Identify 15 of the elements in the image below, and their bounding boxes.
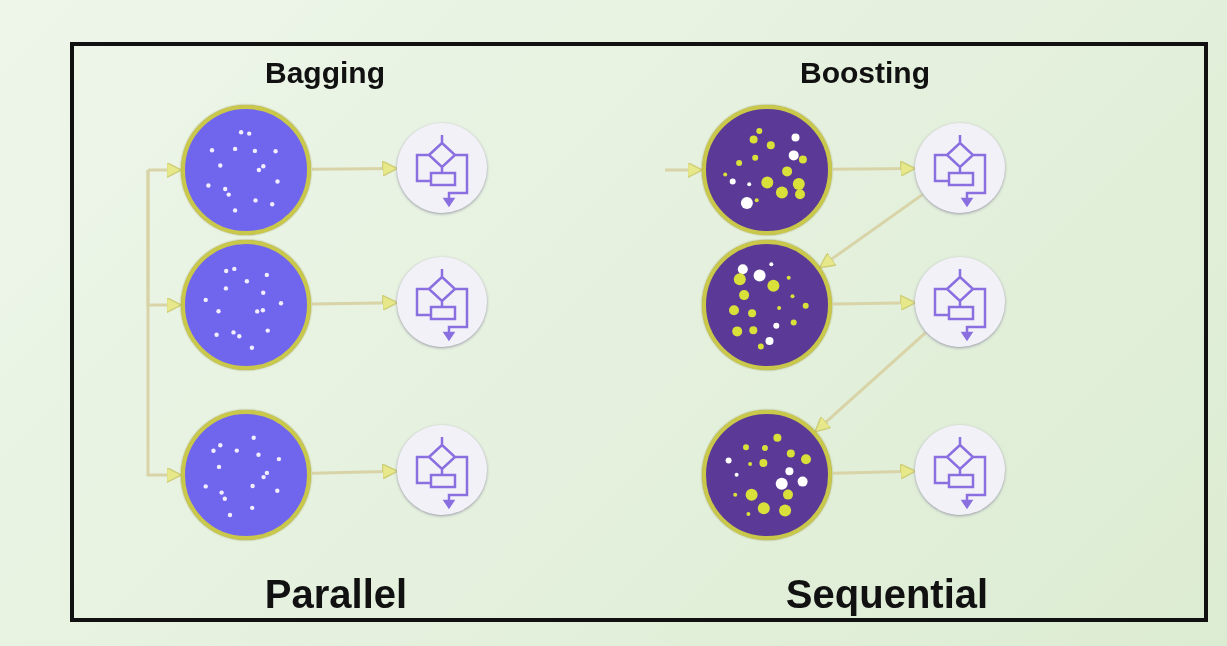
arrow bbox=[665, 161, 704, 179]
arrow bbox=[146, 170, 183, 484]
arrow bbox=[833, 160, 917, 177]
arrow bbox=[311, 294, 399, 312]
arrow bbox=[146, 161, 183, 179]
mode-caption: Parallel bbox=[264, 572, 408, 617]
arrow bbox=[832, 294, 917, 312]
method-heading: Boosting bbox=[800, 56, 930, 90]
arrow bbox=[311, 463, 399, 480]
arrow bbox=[814, 331, 927, 433]
arrow bbox=[312, 160, 399, 177]
mode-caption: Sequential bbox=[785, 572, 989, 617]
arrow bbox=[818, 193, 924, 269]
method-heading: Bagging bbox=[265, 56, 385, 90]
arrow bbox=[832, 463, 917, 480]
